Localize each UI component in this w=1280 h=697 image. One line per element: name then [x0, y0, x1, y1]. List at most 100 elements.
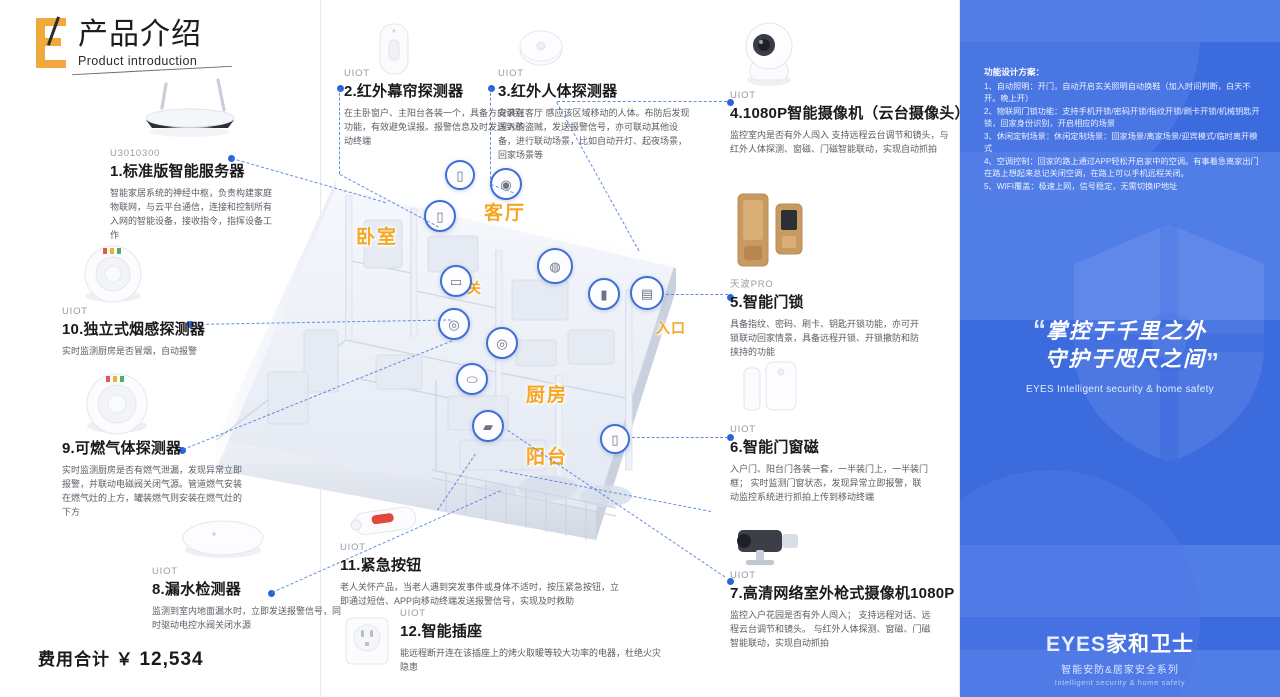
panel-band-bottom [960, 650, 1280, 697]
callout-product-8: UIOT 8.漏水检测器 监测到室内地面漏水时，立即发送报警信号，同时驱动电控水… [152, 566, 348, 633]
total-label: 费用合计 [38, 650, 110, 669]
panel-brandmark: EYES家和卫士 智能安防&居家安全系列 Intelligent securit… [960, 628, 1280, 687]
product-6-brand: UIOT [730, 424, 756, 435]
bubble-body-detector[interactable]: ◉ [490, 168, 522, 200]
product-3-desc: 安装在客厅 感应该区域移动的人体。布防后发现闯入的盗贼，发送报警信号，亦可联动其… [498, 108, 690, 160]
bubble-curtain-detector-2[interactable]: ▯ [424, 200, 456, 232]
bubble-outdoor-camera[interactable]: ▰ [472, 410, 504, 442]
product-11-name: 11.紧急按钮 [340, 557, 422, 574]
product-6-name: 6.智能门窗磁 [730, 439, 819, 456]
panel-scheme-line-3: 3、休闲定制场景：休闲定制场景：回家场景/离家场景/迎宾模式/临时离开模式 [984, 131, 1258, 154]
product-10-brand: UIOT [62, 306, 88, 317]
dot-8 [268, 590, 275, 597]
dot-10 [187, 321, 194, 328]
product-11-desc: 老人关怀产品，当老人遇到突发事件或身体不适时，按压紧急按钮，立即通过短信、APP… [340, 582, 620, 606]
bubble-smart-lock[interactable]: ▤ [630, 276, 664, 310]
product-4-desc: 监控室内是否有外人闯入 支持远程云台调节和镜头，与红外人体探测、窗磁、门磁智能联… [730, 130, 949, 154]
quote-line-2: 守护于咫尺之间 [1045, 348, 1206, 372]
product-4-brand: UIOT [730, 90, 756, 101]
product-12-name: 12.智能插座 [400, 623, 483, 640]
product-image-7 [732, 518, 812, 568]
product-image-3 [518, 24, 564, 68]
product-7-desc: 监控入户花园是否有外人闯入； 支持远程对话、远程云台调节和镜头。 与红外人体探测… [730, 610, 931, 648]
brand-name-row: EYES家和卫士 [960, 628, 1280, 658]
bubble-ptz-camera[interactable]: ◍ [537, 248, 573, 284]
bubble-gas-detector[interactable]: ◎ [486, 327, 518, 359]
callout-product-12: UIOT 12.智能插座 能远程断开连在该插座上的烤火取暖等较大功率的电器，杜绝… [400, 608, 668, 675]
product-3-name: 3.红外人体探测器 [498, 83, 618, 100]
product-image-11 [342, 500, 426, 542]
bubble-window-sensor[interactable]: ▯ [600, 424, 630, 454]
dot-3 [488, 85, 495, 92]
product-1-desc: 智能家居系统的神经中枢，负责构建家庭物联网，与云平台通信，连接和控制所有入网的智… [110, 188, 273, 240]
room-label-kitchen: 厨房 [526, 385, 569, 406]
product-7-brand: UIOT [730, 570, 756, 581]
dot-4 [727, 99, 734, 106]
dot-2 [337, 85, 344, 92]
floorplan-illustration: 卧室 客厅 玄关 厨房 阳台 入口 [196, 140, 716, 565]
callout-product-3: UIOT 3.红外人体探测器 安装在客厅 感应该区域移动的人体。布防后发现闯入的… [498, 68, 694, 163]
brand-tagline-zh: 智能安防&居家安全系列 [1061, 665, 1179, 676]
conn-5 [666, 294, 728, 295]
logo-e-icon [36, 16, 70, 68]
product-10-desc: 实时监测厨房是否冒烟，自动报警 [62, 346, 198, 356]
product-7-name: 7.高清网络室外枪式摄像机1080P [730, 585, 955, 602]
product-image-8 [176, 510, 270, 562]
room-label-bedroom: 卧室 [356, 227, 399, 248]
product-1-brand: U3010300 [110, 148, 161, 159]
product-8-brand: UIOT [152, 566, 178, 577]
product-11-brand: UIOT [340, 542, 366, 553]
product-9-name: 9.可燃气体探测器 [62, 440, 182, 457]
callout-product-2: UIOT 2.红外幕帘探测器 在主卧窗户、主阳台各装一个，具备方向识别功能，有效… [344, 68, 524, 149]
product-image-1 [132, 76, 244, 140]
product-2-brand: UIOT [344, 68, 370, 79]
panel-scheme-line-2: 2、物联网门锁功能：支持手机开锁/密码开锁/指纹开锁/刷卡开锁/机械钥匙开锁，回… [984, 106, 1260, 129]
product-image-12 [340, 614, 394, 670]
product-8-desc: 监测到室内地面漏水时，立即发送报警信号，同时驱动电控水阀关闭水源 [152, 606, 342, 630]
right-blue-panel: 功能设计方案： 1、自动照明：开门，自动开启玄关照明自动换鞋（加入时间判断，白天… [960, 0, 1280, 697]
product-3-brand: UIOT [498, 68, 524, 79]
product-6-desc: 入户门、阳台门各装一套，一半装门上，一半装门框； 实时监测门窗状态，发现异常立即… [730, 464, 929, 502]
product-5-name: 5.智能门锁 [730, 294, 804, 311]
panel-scheme-line-4: 4、空调控制：回家的路上通过APP轻松开启家中的空调。有事着急离家出门在路上想起… [984, 156, 1259, 179]
product-image-5 [730, 190, 810, 270]
brand-tagline-en: Intelligent security & home safety [1054, 678, 1186, 687]
product-2-desc: 在主卧窗户、主阳台各装一个，具备方向识别功能，有效避免误报。报警信息及时发送到移… [344, 108, 525, 146]
quote-close-mark: ” [1206, 347, 1219, 378]
bubble-curtain-detector[interactable]: ▯ [445, 160, 475, 190]
callout-product-10: UIOT 10.独立式烟感探测器 实时监测厨房是否冒烟，自动报警 [62, 306, 248, 359]
product-image-2 [372, 22, 416, 78]
product-image-10 [70, 240, 156, 306]
dot-7 [727, 578, 734, 585]
shield-watermark-icon [1074, 224, 1264, 462]
callout-product-4: UIOT 4.1080P智能摄像机（云台摄像头） 监控室内是否有外人闯入 支持远… [730, 90, 970, 157]
product-4-name: 4.1080P智能摄像机（云台摄像头） [730, 105, 970, 122]
room-label-livingroom: 客厅 [484, 203, 527, 224]
panel-scheme-line-1: 1、自动照明：开门，自动开启玄关照明自动换鞋（加入时间判断，白天不开。晚上开） [984, 82, 1251, 104]
bubble-door-sensor[interactable]: ▮ [588, 278, 620, 310]
dot-1 [228, 155, 235, 162]
bubble-smart-server[interactable]: ▭ [440, 265, 472, 297]
callout-product-9: 9.可燃气体探测器 实时监测厨房是否有燃气泄漏，发现异常立即报警，并联动电磁阀关… [62, 436, 248, 520]
product-image-6 [740, 360, 806, 416]
divider-right [959, 0, 960, 697]
product-10-name: 10.独立式烟感探测器 [62, 321, 206, 338]
product-1-name: 1.标准版智能服务器 [110, 163, 245, 180]
product-8-name: 8.漏水检测器 [152, 581, 241, 598]
panel-scheme-line-5: 5、WIFI覆盖：极速上网，信号稳定，无需切换IP地址 [984, 181, 1178, 191]
total-cost: 费用合计 ￥ 12,534 [38, 645, 204, 671]
bubble-smoke-detector[interactable]: ◎ [438, 308, 470, 340]
total-amount: 12,534 [139, 649, 204, 670]
product-2-name: 2.红外幕帘探测器 [344, 83, 464, 100]
product-12-brand: UIOT [400, 608, 426, 619]
product-image-4 [738, 18, 800, 88]
panel-scheme-title: 功能设计方案： [984, 67, 1045, 77]
callout-product-11: UIOT 11.紧急按钮 老人关怀产品，当老人遇到突发事件或身体不适时，按压紧急… [340, 542, 620, 609]
brand-name-zh: 家和卫士 [1106, 633, 1195, 656]
room-label-entrance: 入口 [656, 320, 686, 336]
panel-quote: “ 掌控于千里之外 守护于咫尺之间 ” EYES Intelligent sec… [960, 316, 1280, 395]
bubble-water-leak-detector[interactable]: ⬭ [456, 363, 488, 395]
callout-product-7: UIOT 7.高清网络室外枪式摄像机1080P 监控入户花园是否有外人闯入； 支… [730, 570, 955, 651]
room-label-balcony: 阳台 [526, 447, 569, 468]
